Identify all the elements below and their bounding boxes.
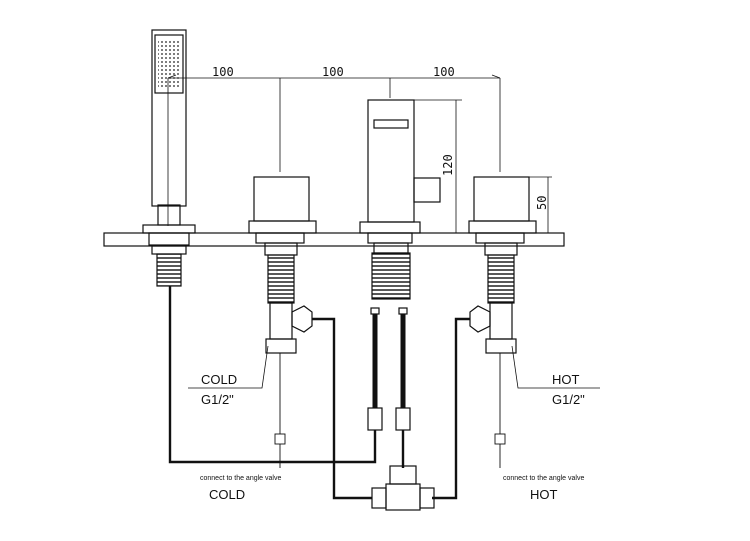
spout-height-dimension xyxy=(414,99,462,233)
cold-handle-base xyxy=(248,220,317,234)
hot-angle-valve-marker xyxy=(494,433,506,445)
dim-label-spout-height: 120 xyxy=(441,154,455,176)
hot-angle-valve-connector xyxy=(494,353,506,468)
dim-label-spacing-1: 100 xyxy=(212,65,234,79)
callout-leaders xyxy=(188,345,600,389)
cold-inlet-nut xyxy=(265,338,297,354)
deck-plate xyxy=(103,232,565,247)
dim-arrow-right xyxy=(491,74,501,79)
spray-holes xyxy=(158,40,180,88)
hose-right-nut xyxy=(395,407,411,431)
hand-shower-base xyxy=(142,224,196,234)
spout xyxy=(359,99,441,300)
top-dimension-lines xyxy=(167,74,501,226)
cold-label: COLD xyxy=(201,372,237,387)
hot-callout-leader xyxy=(511,345,600,389)
hand-shower-thread xyxy=(156,253,182,287)
spout-thread-shank xyxy=(371,252,411,300)
hot-angle-valve-note: connect to the angle valve xyxy=(503,475,584,482)
dim-label-handle-height: 50 xyxy=(535,196,549,210)
pipe-hot-to-mixer xyxy=(432,317,470,500)
pipe-cold-to-mixer xyxy=(312,317,372,500)
cold-angle-valve-note: connect to the angle valve xyxy=(200,475,281,482)
spray-hole-grid xyxy=(158,40,180,88)
hot-handle-base xyxy=(468,220,537,234)
hose-left-nut xyxy=(367,407,383,431)
mixer-body xyxy=(385,483,421,511)
cold-thread-shank xyxy=(267,254,295,304)
hand-shower-collar xyxy=(157,204,181,226)
hot-inlet-nut xyxy=(485,338,517,354)
dim-label-spacing-2: 100 xyxy=(322,65,344,79)
cold-valve-body xyxy=(269,302,293,340)
spout-diverter-knob xyxy=(413,177,441,203)
cold-angle-valve-marker xyxy=(274,433,286,445)
hot-handle-valve xyxy=(468,176,537,354)
cold-thread-label: G1/2" xyxy=(201,392,234,407)
hand-shower-head xyxy=(154,34,184,94)
cold-side-outlet xyxy=(291,305,313,333)
hot-valve-body xyxy=(489,302,513,340)
mixer-left-nut xyxy=(371,487,387,509)
hot-thread-label: G1/2" xyxy=(552,392,585,407)
hand-shower-nut xyxy=(151,245,187,255)
cold-supply-label: COLD xyxy=(209,487,245,502)
mixer-tee xyxy=(371,465,435,511)
hand-shower-deck-mount xyxy=(148,232,190,246)
cold-handle-valve xyxy=(248,176,317,354)
cold-callout-leader xyxy=(188,345,269,389)
hot-side-outlet xyxy=(469,305,491,333)
mixer-top-nut xyxy=(389,465,417,485)
spout-body xyxy=(367,99,415,223)
mixer-right-nut xyxy=(419,487,435,509)
handle-height-dimension xyxy=(528,176,552,233)
hot-handle xyxy=(473,176,530,222)
hand-shower xyxy=(142,29,196,287)
hot-supply-label: HOT xyxy=(530,487,558,502)
cold-angle-valve-connector xyxy=(274,353,286,468)
hose-left-top-fitting xyxy=(370,307,380,315)
pipe-routing xyxy=(168,286,470,500)
hot-label: HOT xyxy=(552,372,580,387)
dim-label-spacing-3: 100 xyxy=(433,65,455,79)
cold-handle xyxy=(253,176,310,222)
spout-base xyxy=(359,221,421,234)
hot-thread-shank xyxy=(487,254,515,304)
pipe-handshower-to-spout xyxy=(168,286,377,464)
hose-right-top-fitting xyxy=(398,307,408,315)
hand-shower-body xyxy=(151,29,187,207)
spout-outlet-mark xyxy=(373,119,409,129)
spout-flex-hoses xyxy=(367,307,411,431)
